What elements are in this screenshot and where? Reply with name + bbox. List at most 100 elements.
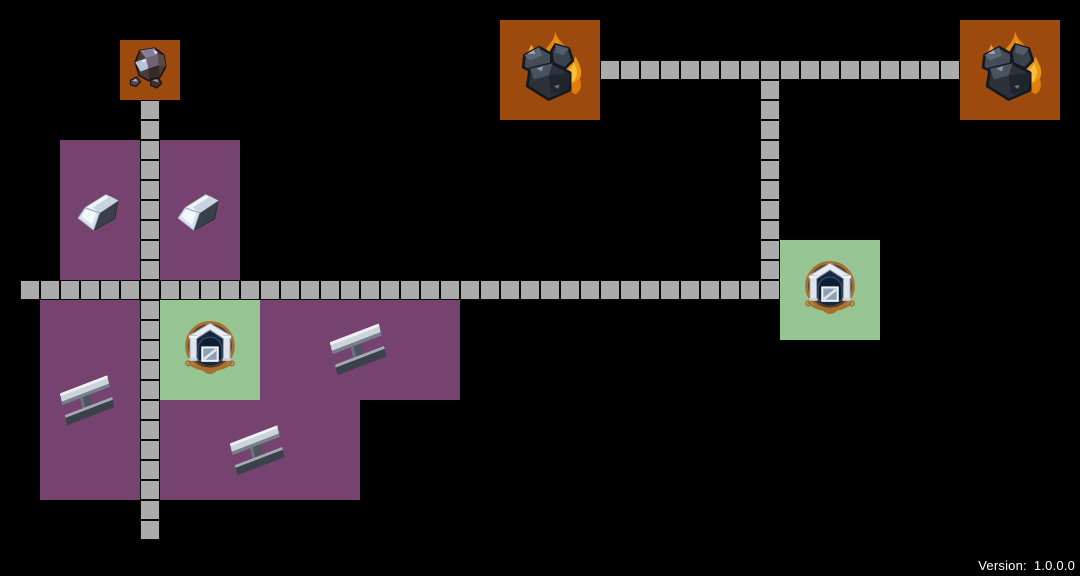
track-cell[interactable] bbox=[720, 60, 740, 80]
track-cell[interactable] bbox=[100, 280, 120, 300]
track-cell[interactable] bbox=[900, 60, 920, 80]
track-cell[interactable] bbox=[140, 400, 160, 420]
track-cell[interactable] bbox=[620, 280, 640, 300]
track-ore-down[interactable] bbox=[140, 100, 160, 540]
track-cell[interactable] bbox=[140, 460, 160, 480]
track-cell[interactable] bbox=[380, 280, 400, 300]
track-cell[interactable] bbox=[760, 160, 780, 180]
track-cell[interactable] bbox=[560, 280, 580, 300]
track-cell[interactable] bbox=[140, 100, 160, 120]
track-cell[interactable] bbox=[800, 60, 820, 80]
track-cell[interactable] bbox=[40, 280, 60, 300]
silver-ingot-2[interactable] bbox=[170, 184, 226, 240]
track-cell[interactable] bbox=[140, 320, 160, 340]
track-cell[interactable] bbox=[140, 300, 160, 320]
track-cell[interactable] bbox=[760, 240, 780, 260]
track-cell[interactable] bbox=[660, 60, 680, 80]
silver-ingot-1[interactable] bbox=[70, 184, 126, 240]
track-cell[interactable] bbox=[140, 160, 160, 180]
track-cell[interactable] bbox=[320, 280, 340, 300]
track-cell[interactable] bbox=[120, 280, 140, 300]
steel-beam-2[interactable] bbox=[330, 316, 392, 378]
track-cell[interactable] bbox=[600, 280, 620, 300]
track-cell[interactable] bbox=[20, 280, 40, 300]
track-cell[interactable] bbox=[240, 280, 260, 300]
track-cell[interactable] bbox=[140, 120, 160, 140]
track-cell[interactable] bbox=[460, 280, 480, 300]
track-cell[interactable] bbox=[400, 280, 420, 300]
track-cell[interactable] bbox=[700, 280, 720, 300]
track-cell[interactable] bbox=[260, 280, 280, 300]
track-cell[interactable] bbox=[740, 280, 760, 300]
coal-node-right[interactable] bbox=[960, 20, 1060, 120]
track-cell[interactable] bbox=[880, 60, 900, 80]
track-cell[interactable] bbox=[720, 280, 740, 300]
track-cell[interactable] bbox=[140, 340, 160, 360]
track-cell[interactable] bbox=[760, 60, 780, 80]
track-coal-top[interactable] bbox=[600, 60, 960, 80]
track-cell[interactable] bbox=[140, 220, 160, 240]
track-cell[interactable] bbox=[540, 280, 560, 300]
track-main[interactable] bbox=[20, 280, 780, 300]
coal-node-left[interactable] bbox=[500, 20, 600, 120]
track-cell[interactable] bbox=[760, 280, 780, 300]
track-cell[interactable] bbox=[760, 80, 780, 100]
track-cell[interactable] bbox=[820, 60, 840, 80]
track-cell[interactable] bbox=[640, 60, 660, 80]
track-cell[interactable] bbox=[360, 280, 380, 300]
track-cell[interactable] bbox=[140, 480, 160, 500]
track-cell[interactable] bbox=[580, 280, 600, 300]
track-cell[interactable] bbox=[700, 60, 720, 80]
track-cell[interactable] bbox=[620, 60, 640, 80]
track-cell[interactable] bbox=[140, 520, 160, 540]
track-cell[interactable] bbox=[660, 280, 680, 300]
track-cell[interactable] bbox=[140, 420, 160, 440]
track-cell[interactable] bbox=[920, 60, 940, 80]
track-cell[interactable] bbox=[340, 280, 360, 300]
track-cell[interactable] bbox=[140, 380, 160, 400]
track-cell[interactable] bbox=[140, 180, 160, 200]
steel-beam-1[interactable] bbox=[60, 368, 120, 428]
track-cell[interactable] bbox=[300, 280, 320, 300]
track-cell[interactable] bbox=[140, 440, 160, 460]
track-cell[interactable] bbox=[140, 260, 160, 280]
track-cell[interactable] bbox=[440, 280, 460, 300]
track-cell[interactable] bbox=[180, 280, 200, 300]
track-cell[interactable] bbox=[760, 140, 780, 160]
track-cell[interactable] bbox=[200, 280, 220, 300]
track-cell[interactable] bbox=[780, 60, 800, 80]
track-cell[interactable] bbox=[140, 140, 160, 160]
track-coal-down[interactable] bbox=[760, 80, 780, 300]
track-cell[interactable] bbox=[680, 280, 700, 300]
track-cell[interactable] bbox=[600, 60, 620, 80]
track-cell[interactable] bbox=[760, 180, 780, 200]
track-cell[interactable] bbox=[760, 120, 780, 140]
track-cell[interactable] bbox=[760, 260, 780, 280]
track-cell[interactable] bbox=[280, 280, 300, 300]
track-cell[interactable] bbox=[80, 280, 100, 300]
track-cell[interactable] bbox=[840, 60, 860, 80]
track-cell[interactable] bbox=[760, 220, 780, 240]
track-cell[interactable] bbox=[520, 280, 540, 300]
track-cell[interactable] bbox=[140, 200, 160, 220]
track-cell[interactable] bbox=[60, 280, 80, 300]
track-cell[interactable] bbox=[760, 100, 780, 120]
track-cell[interactable] bbox=[500, 280, 520, 300]
track-cell[interactable] bbox=[140, 360, 160, 380]
track-cell[interactable] bbox=[140, 240, 160, 260]
steel-beam-3[interactable] bbox=[230, 418, 290, 478]
track-cell[interactable] bbox=[680, 60, 700, 80]
track-cell[interactable] bbox=[160, 280, 180, 300]
track-cell[interactable] bbox=[940, 60, 960, 80]
track-cell[interactable] bbox=[740, 60, 760, 80]
track-cell[interactable] bbox=[860, 60, 880, 80]
track-cell[interactable] bbox=[760, 200, 780, 220]
warehouse-zone-right[interactable] bbox=[780, 240, 880, 340]
track-cell[interactable] bbox=[420, 280, 440, 300]
track-cell[interactable] bbox=[480, 280, 500, 300]
track-cell[interactable] bbox=[140, 280, 160, 300]
warehouse-zone-left[interactable] bbox=[160, 300, 260, 400]
ore-node[interactable] bbox=[120, 40, 180, 100]
track-cell[interactable] bbox=[140, 500, 160, 520]
